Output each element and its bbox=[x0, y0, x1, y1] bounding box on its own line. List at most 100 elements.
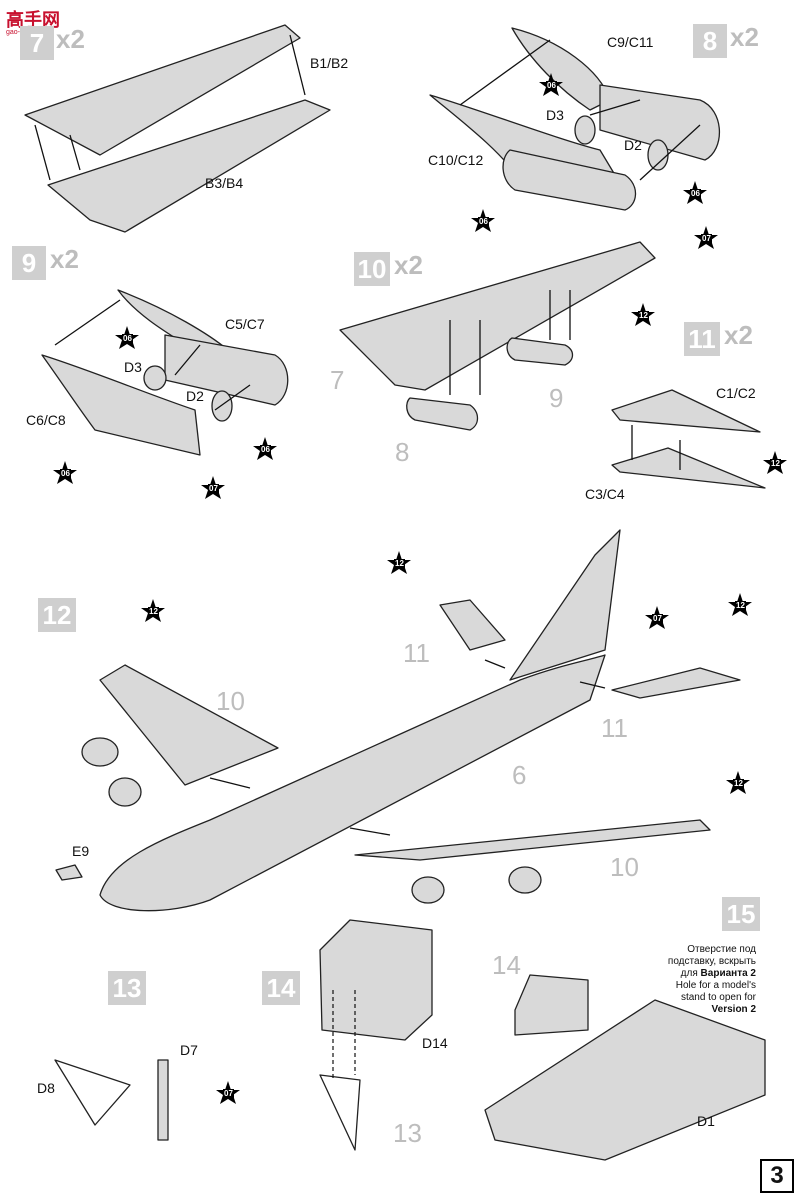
paint-07-star: 07 bbox=[644, 605, 670, 631]
ref-9: 9 bbox=[549, 383, 564, 413]
note-ru-line-1: Отверстие под bbox=[687, 944, 756, 955]
engine-left-a bbox=[81, 737, 119, 767]
step-13-badge: 13 bbox=[108, 971, 146, 1005]
paint-12-star: 12 bbox=[762, 450, 788, 476]
label-c5c7: C5/C7 bbox=[225, 316, 265, 332]
note-ru-line-3a: для bbox=[680, 968, 698, 979]
step-10-multiplier: x2 bbox=[394, 250, 423, 280]
nacelle-c10c12 bbox=[502, 149, 637, 211]
label-d14: D14 bbox=[422, 1035, 448, 1051]
ref-13: 13 bbox=[393, 1118, 422, 1148]
label-b1b2: B1/B2 bbox=[310, 55, 349, 71]
gear-14 bbox=[319, 1074, 361, 1151]
ref-14: 14 bbox=[492, 950, 521, 980]
nacelle-half-upper bbox=[599, 84, 721, 161]
step-14-badge: 14 bbox=[262, 971, 300, 1005]
left-wing bbox=[99, 664, 279, 786]
label-d3-step8: D3 bbox=[546, 107, 564, 123]
paint-12-star: 12 bbox=[630, 302, 656, 328]
step-15-badge: 15 bbox=[722, 897, 760, 931]
paint-06-star: 06 bbox=[470, 208, 496, 234]
step-12-badge: 12 bbox=[38, 598, 76, 632]
wing-10 bbox=[339, 241, 656, 391]
fan-d3-9 bbox=[143, 365, 167, 391]
nose-part-e9 bbox=[55, 864, 83, 881]
ref-11-upper: 11 bbox=[403, 638, 430, 668]
base-d1 bbox=[484, 999, 766, 1161]
page-number: 3 bbox=[760, 1159, 794, 1193]
label-b3b4: B3/B4 bbox=[205, 175, 244, 191]
step-9-badge: 9 bbox=[12, 246, 46, 280]
paint-12-star: 12 bbox=[386, 550, 412, 576]
paint-06-star: 06 bbox=[682, 180, 708, 206]
note-ru-line-2: подставку, вскрыть bbox=[667, 956, 756, 967]
note-en-version: Version 2 bbox=[711, 1004, 756, 1015]
fan-d3 bbox=[574, 115, 596, 145]
wing-upper-b1b2 bbox=[24, 24, 301, 156]
engine-left-b bbox=[108, 777, 142, 807]
stab-c1c2 bbox=[611, 389, 761, 433]
label-c9c11: C9/C11 bbox=[607, 34, 654, 50]
step-7-badge: 7 bbox=[20, 26, 54, 60]
note-en-line-3: Version 2 bbox=[606, 1004, 756, 1016]
vertical-tail bbox=[509, 529, 621, 681]
gear-d7 bbox=[157, 1059, 169, 1141]
step-11-multiplier: x2 bbox=[724, 320, 753, 350]
paint-06-star: 06 bbox=[252, 436, 278, 462]
label-e9: E9 bbox=[72, 843, 90, 859]
nacelle-c6c8 bbox=[41, 354, 201, 456]
step-11-badge: 11 bbox=[684, 322, 720, 356]
engine-10-b bbox=[506, 337, 574, 366]
paint-07-star: 07 bbox=[215, 1080, 241, 1106]
step-8-badge: 8 bbox=[693, 24, 727, 58]
nacelle-c5c7 bbox=[164, 334, 289, 406]
fuselage bbox=[99, 654, 606, 912]
note-ru-line-3: для Варианта 2 bbox=[606, 968, 756, 980]
stand-d14 bbox=[319, 919, 433, 1041]
right-wing bbox=[354, 819, 711, 861]
paint-06-star: 06 bbox=[52, 460, 78, 486]
fan-d2-9 bbox=[211, 390, 233, 422]
label-d2-step8: D2 bbox=[624, 137, 642, 153]
step-8-multiplier: x2 bbox=[730, 22, 759, 52]
logo-text: 高手网 bbox=[6, 10, 60, 30]
paint-12-star: 12 bbox=[727, 592, 753, 618]
ref-7: 7 bbox=[330, 365, 345, 395]
ref-10-left-wing: 10 bbox=[216, 686, 245, 716]
stand-hole-note: Отверстие под подставку, вскрыть для Вар… bbox=[606, 944, 756, 1016]
stab-c3c4 bbox=[611, 447, 766, 489]
paint-07-star: 07 bbox=[693, 225, 719, 251]
tail-stab-left bbox=[439, 599, 506, 651]
box-15 bbox=[514, 974, 589, 1036]
ref-11-right: 11 bbox=[601, 713, 628, 743]
label-c1c2: C1/C2 bbox=[716, 385, 756, 401]
paint-07-star: 07 bbox=[200, 475, 226, 501]
paint-12-star: 12 bbox=[725, 770, 751, 796]
label-d2-step9: D2 bbox=[186, 388, 204, 404]
fan-d2 bbox=[647, 139, 669, 171]
label-d7: D7 bbox=[180, 1042, 198, 1058]
paint-06-star: 06 bbox=[538, 72, 564, 98]
ref-10-right-wing: 10 bbox=[610, 852, 639, 882]
label-c10c12: C10/C12 bbox=[428, 152, 484, 168]
step-7-multiplier: x2 bbox=[56, 24, 85, 54]
note-en-line-1: Hole for a model's bbox=[675, 980, 756, 991]
label-d8: D8 bbox=[37, 1080, 55, 1096]
note-ru-line-3b: Варианта 2 bbox=[700, 968, 756, 979]
label-d3-step9: D3 bbox=[124, 359, 142, 375]
engine-10-a bbox=[406, 397, 479, 431]
wing-lower-b3b4 bbox=[47, 99, 331, 233]
engine-right-b bbox=[508, 866, 542, 894]
label-d1: D1 bbox=[697, 1113, 715, 1129]
ref-6: 6 bbox=[512, 760, 527, 790]
step-9-multiplier: x2 bbox=[50, 244, 79, 274]
gear-d8 bbox=[54, 1059, 131, 1126]
ref-8: 8 bbox=[395, 437, 410, 467]
engine-right-a bbox=[411, 876, 445, 904]
step-10-badge: 10 bbox=[354, 252, 390, 286]
label-c6c8: C6/C8 bbox=[26, 412, 66, 428]
note-en-line-2: stand to open for bbox=[680, 992, 756, 1003]
label-c3c4: C3/C4 bbox=[585, 486, 625, 502]
paint-12-star: 12 bbox=[140, 598, 166, 624]
